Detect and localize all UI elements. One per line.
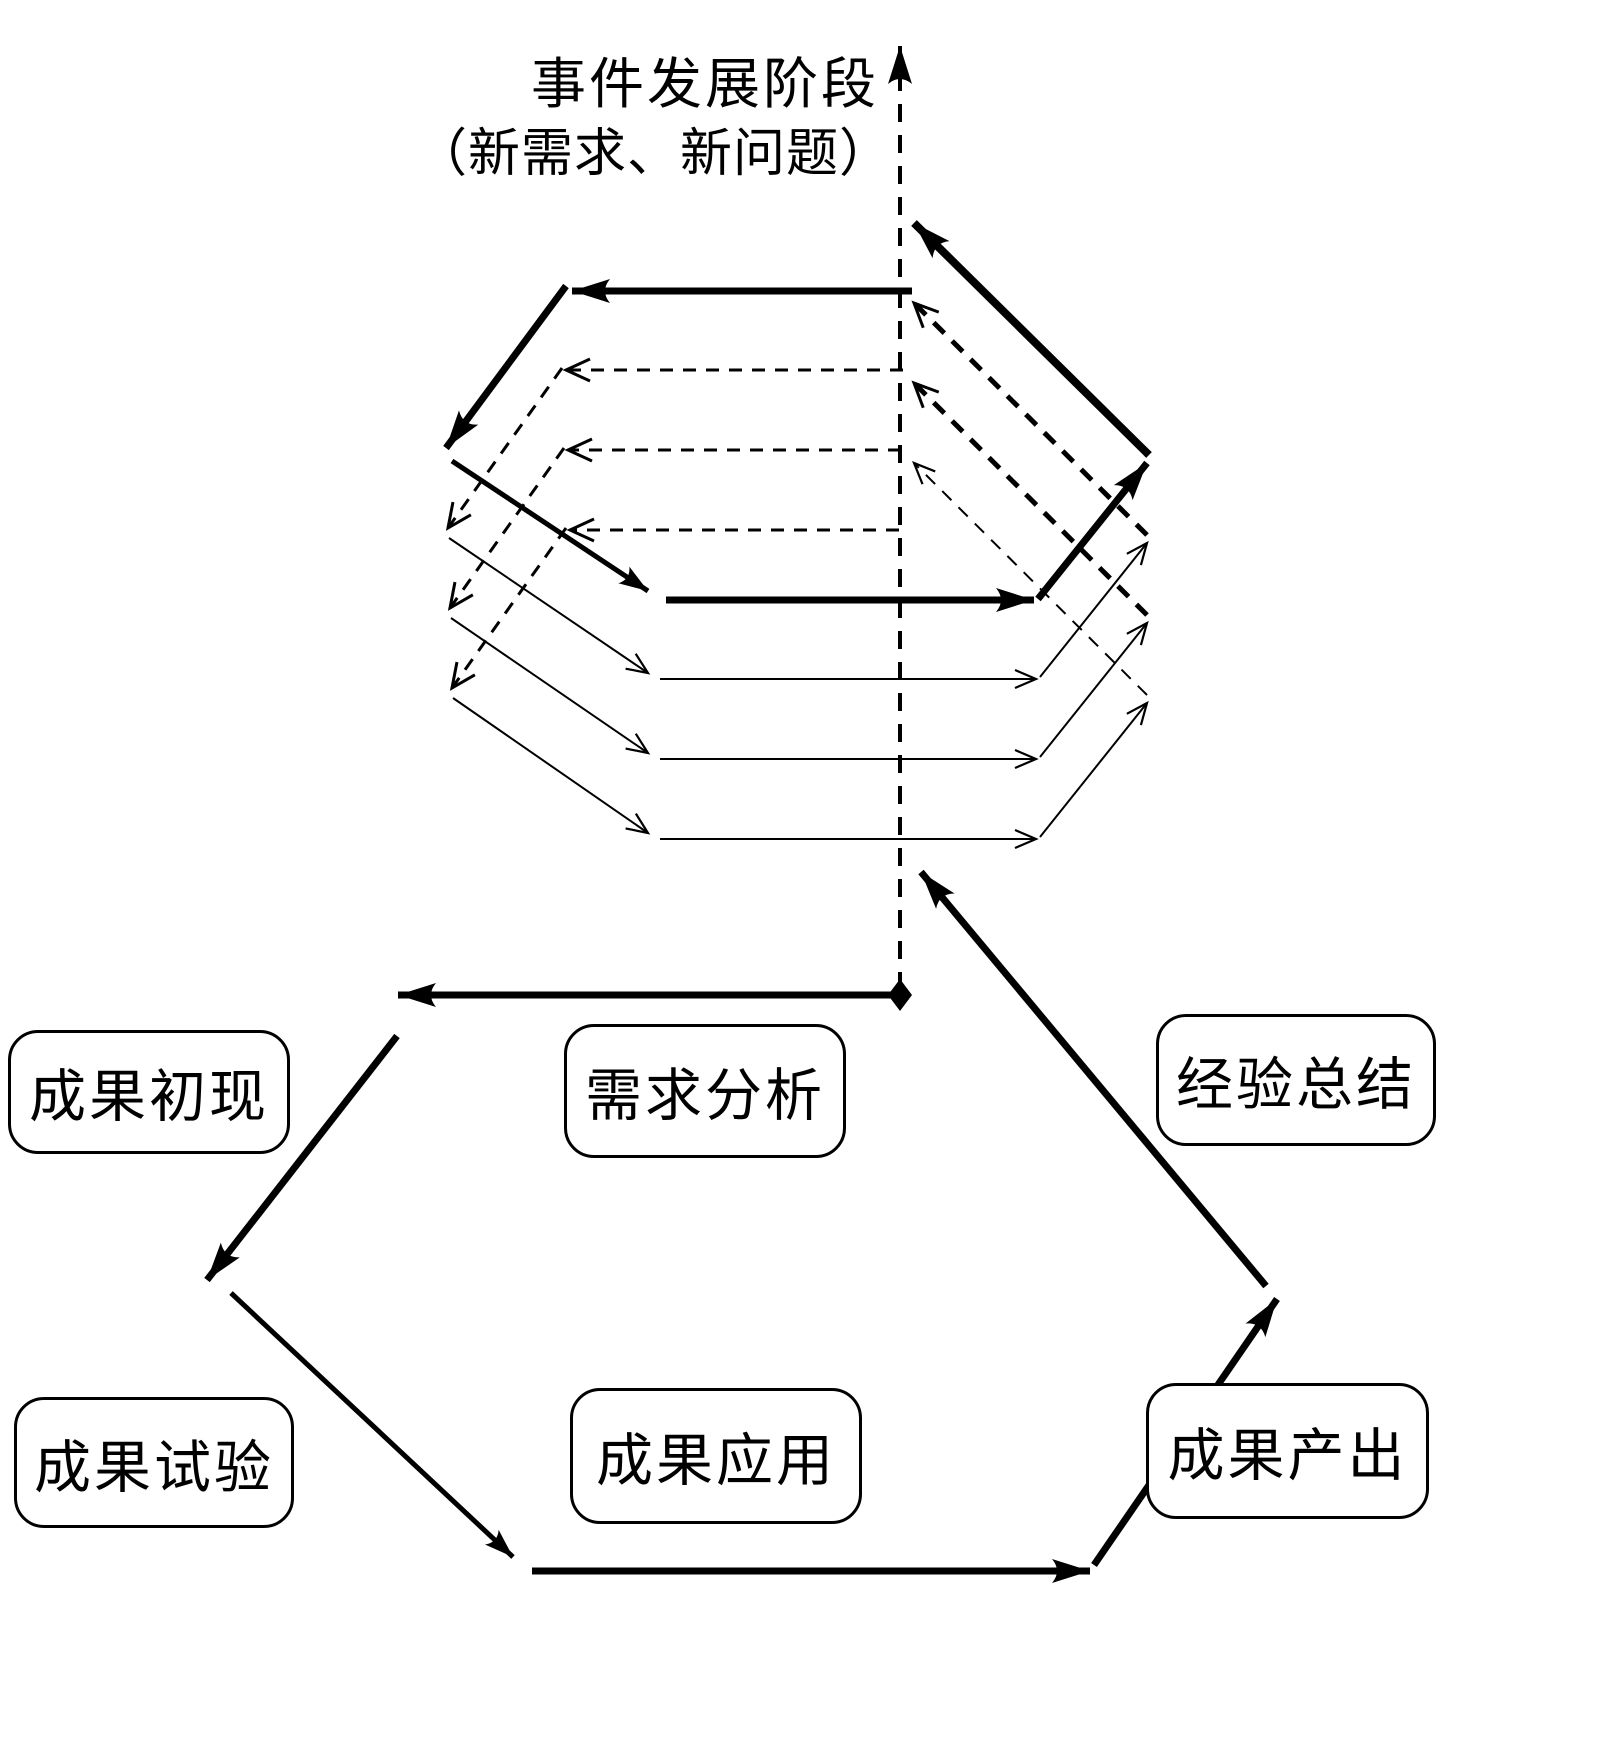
spiral-coil3-right-back-diagonal-arrow — [912, 461, 1148, 696]
stage-box-results-emerge: 成果初现 — [8, 1030, 290, 1154]
axis-subtitle: （新需求、新问题） — [415, 126, 893, 183]
spiral-coil0-right-back-diagonal-arrow — [911, 220, 1152, 458]
stage-label-results-emerge: 成果初现 — [29, 1066, 269, 1129]
cycle-test-to-apply-arrow — [229, 1291, 515, 1559]
cycle-summary-to-axis-arrow — [918, 869, 1269, 1289]
spiral-coil0-front-diagonal-arrow — [450, 458, 650, 594]
spiral-coil0-left-diagonal-arrow — [443, 283, 569, 451]
spiral-coil1-front-diagonal-arrow — [448, 537, 651, 675]
stage-box-results-test: 成果试验 — [14, 1397, 294, 1528]
stage-label-results-output: 成果产出 — [1167, 1425, 1408, 1488]
stage-box-results-output: 成果产出 — [1146, 1383, 1429, 1519]
spiral-coil3-front-diagonal-arrow — [452, 697, 651, 835]
spiral-coil2-right-front-diagonal-arrow — [1039, 620, 1149, 758]
stage-label-demand-analysis: 需求分析 — [585, 1065, 825, 1128]
axis-origin-dot — [888, 979, 912, 1011]
spiral-coil2-front-diagonal-arrow — [450, 617, 651, 755]
spiral-coil0-right-front-diagonal-arrow — [1035, 460, 1150, 602]
stage-box-demand-analysis: 需求分析 — [564, 1024, 846, 1158]
spiral-coil2-left-diagonal-arrow — [447, 447, 566, 611]
spiral-coil3-right-front-diagonal-arrow — [1039, 700, 1149, 838]
stage-box-results-apply: 成果应用 — [570, 1388, 862, 1524]
stage-label-results-test: 成果试验 — [34, 1436, 274, 1500]
spiral-coil3-left-diagonal-arrow — [449, 527, 568, 691]
spiral-coil1-right-back-diagonal-arrow — [911, 300, 1149, 537]
spiral-coil1-left-diagonal-arrow — [445, 367, 564, 531]
spiral-coil2-right-back-diagonal-arrow — [911, 380, 1149, 617]
cycle-emerge-to-test-arrow — [204, 1033, 400, 1283]
spiral-coil1-right-front-diagonal-arrow — [1039, 540, 1149, 678]
stage-label-experience-summary: 经验总结 — [1176, 1054, 1416, 1117]
axis-title: 事件发展阶段 — [530, 54, 879, 115]
stage-box-experience-summary: 经验总结 — [1156, 1014, 1436, 1146]
stage-label-results-apply: 成果应用 — [596, 1430, 836, 1493]
